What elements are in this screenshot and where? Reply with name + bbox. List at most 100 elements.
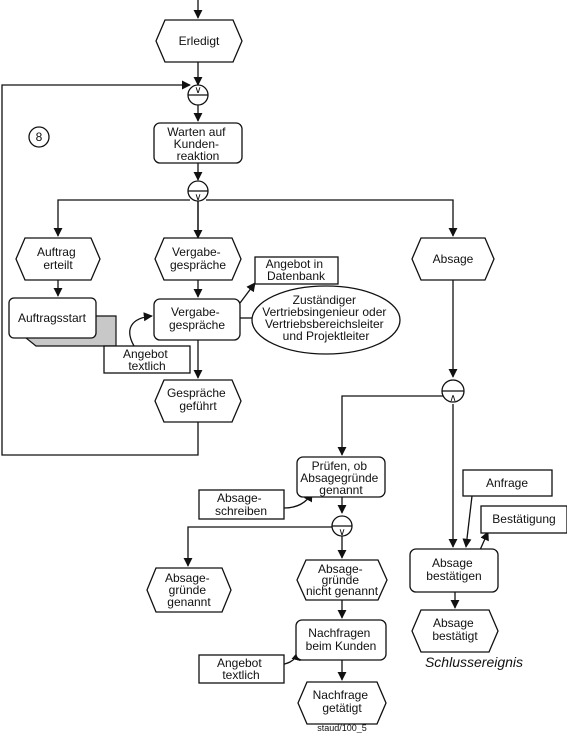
svg-text:Warten auf Kunden-: Warten auf Kunden- reaktion [167,125,229,163]
connector-xor-split: ∨ [187,180,209,203]
svg-text:Absage bestätigt: Absage bestätigt [432,616,478,643]
event-absage-line1: Absage [433,252,474,266]
event-absagegruende-nicht-genannt-line2: gründe [322,573,360,587]
connector-xor-join: ∨ [187,84,209,106]
document-angebot-textlich-2-line2: textlich [222,668,259,682]
event-nachfrage-getaetigt-line1: Nachfrage [313,688,369,702]
svg-text:Bestätigung: Bestätigung [492,512,555,526]
svg-text:Zuständiger Vertriebsing: Zuständiger Vertriebsingenieur oder Vert… [262,293,389,343]
event-vergabegespraeche-line2: gespräche [170,258,226,272]
svg-text:Gespräche geführt: Gespräche geführt [167,386,229,413]
org-unit-line3: Vertriebsbereichsleiter [265,317,384,331]
event-absagegruende-genannt-line1: Absage- [165,571,210,585]
event-absagegruende-nicht-genannt-line3: nicht genannt [306,584,379,598]
event-absagegruende-genannt-line2: gründe [169,583,207,597]
connector-and-join: ∧ [441,379,465,404]
function-nachfragen-beim-kunden: Nachfragen beim Kunden [295,619,387,661]
event-absage-bestaetigt-line1: Absage [433,616,474,630]
connector-xor-split-2: ∨ [331,515,353,538]
function-absage-bestaetigen: Absage bestätigen [409,548,499,593]
event-absagegruende-genannt: Absage- gründe genannt [146,567,232,613]
event-gespraeche-gefuehrt-line2: geführt [179,399,217,413]
svg-text:Absage- gründe gen: Absage- gründe genannt [165,571,213,609]
document-angebot-textlich-1: Angebot textlich [103,345,191,374]
svg-text:Auftrag erteilt: Auftrag erteilt [37,245,79,272]
event-nachfrage-getaetigt: Nachfrage getätigt [297,681,387,725]
step-number-label: 8 [36,130,43,144]
connector-and-join-symbol: ∧ [449,393,456,404]
event-absage: Absage [411,237,495,281]
info-angebot-in-datenbank: Angebot in Datenbank [254,256,339,285]
function-nachfragen-line2: beim Kunden [306,639,377,653]
event-nachfrage-getaetigt-line2: getätigt [322,701,362,715]
svg-text:Auftragsstart: Auftragsstart [18,311,87,325]
svg-text:Absage bestätigen: Absage bestätigen [426,556,481,583]
function-warten-line2: Kunden- [174,137,219,151]
event-absagegruende-genannt-line3: genannt [167,595,211,609]
svg-text:Nachfrage getätigt: Nachfrage getätigt [313,688,372,715]
function-warten-line1: Warten auf [167,125,226,139]
document-bestaetigung: Bestätigung [480,505,567,534]
function-warten-auf-kundenreaktion: Warten auf Kunden- reaktion [153,122,243,164]
event-gespraeche-gefuehrt-line1: Gespräche [167,386,226,400]
svg-text:Angebot in Datenbank: Angebot in Datenbank [266,257,327,283]
org-unit-line1: Zuständiger [293,293,356,307]
function-warten-line3: reaktion [177,149,220,163]
svg-text:Angebot textlich: Angebot textlich [123,347,171,373]
org-unit-line2: Vertriebsingenieur oder [262,305,386,319]
event-absage-bestaetigt: Absage bestätigt [411,609,499,653]
event-auftrag-erteilt-line1: Auftrag [37,245,76,259]
document-anfrage: Anfrage [462,469,553,497]
event-auftrag-erteilt: Auftrag erteilt [15,237,101,281]
info-angebot-in-datenbank-line1: Angebot in [266,257,323,271]
function-vergabegespraeche-line2: gespräche [169,318,225,332]
process-path-auftragsstart-label: Auftragsstart [18,311,87,325]
svg-text:Nachfragen beim Kunden: Nachfragen beim Kunden [306,626,377,653]
svg-text:Erledigt: Erledigt [179,34,220,48]
svg-text:Angebot textlich: Angebot textlich [217,656,265,682]
svg-text:Prüfen, ob Absagegründe: Prüfen, ob Absagegründe genannt [300,459,381,497]
connector-xor-join-symbol: ∨ [194,85,201,96]
function-pruefen-absagegruende: Prüfen, ob Absagegründe genannt [296,456,386,498]
document-absageschreiben: Absage- schreiben [198,489,285,520]
function-nachfragen-line1: Nachfragen [308,626,370,640]
svg-text:Absage- schreiben: Absage- schreiben [215,491,267,518]
document-anfrage-label: Anfrage [486,476,528,490]
process-path-auftragsstart: Auftragsstart [8,297,117,347]
connector-xor-split-2-symbol: ∨ [338,527,345,538]
function-pruefen-line2: Absagegründe [300,471,378,485]
svg-text:Anfrage: Anfrage [486,476,528,490]
function-absage-bestaetigen-line1: Absage [432,556,473,570]
document-absageschreiben-line1: Absage- [217,491,262,505]
footer-source: staud/100_5 [317,723,367,733]
svg-text:Absage- gründe nic: Absage- gründe nicht genannt [306,562,379,598]
event-vergabegespraeche: Vergabe- gespräche [154,237,242,281]
connector-xor-split-symbol: ∨ [194,192,201,203]
document-angebot-textlich-2-line1: Angebot [217,656,262,670]
org-unit-vertrieb: Zuständiger Vertriebsingenieur oder Vert… [251,285,401,355]
document-angebot-textlich-1-line2: textlich [128,359,165,373]
function-absage-bestaetigen-line2: bestätigen [426,569,481,583]
event-vergabegespraeche-line1: Vergabe- [172,245,221,259]
function-vergabegespraeche: Vergabe- gespräche [153,298,241,341]
org-unit-line4: und Projektleiter [283,329,370,343]
info-angebot-in-datenbank-line2: Datenbank [267,269,326,283]
event-absagegruende-nicht-genannt-line1: Absage- [318,562,363,576]
caption-schlussereignis: Schlussereignis [425,654,523,670]
event-absagegruende-nicht-genannt: Absage- gründe nicht genannt [296,559,388,601]
svg-text:Vergabe- gespräche: Vergabe- gespräche [169,305,225,332]
event-auftrag-erteilt-line2: erteilt [43,258,73,272]
event-absage-bestaetigt-line2: bestätigt [432,629,478,643]
document-angebot-textlich-2: Angebot textlich [198,654,285,684]
document-absageschreiben-line2: schreiben [215,504,267,518]
svg-text:Vergabe- gespräche: Vergabe- gespräche [170,245,226,272]
flow-lines [1,0,489,681]
function-vergabegespraeche-line1: Vergabe- [171,305,220,319]
event-gespraeche-gefuehrt: Gespräche geführt [154,379,242,423]
document-bestaetigung-label: Bestätigung [492,512,555,526]
function-pruefen-line3: genannt [319,483,363,497]
document-angebot-textlich-1-line1: Angebot [123,347,168,361]
svg-text:Absage: Absage [433,252,474,266]
step-number-badge: 8 [28,126,50,148]
